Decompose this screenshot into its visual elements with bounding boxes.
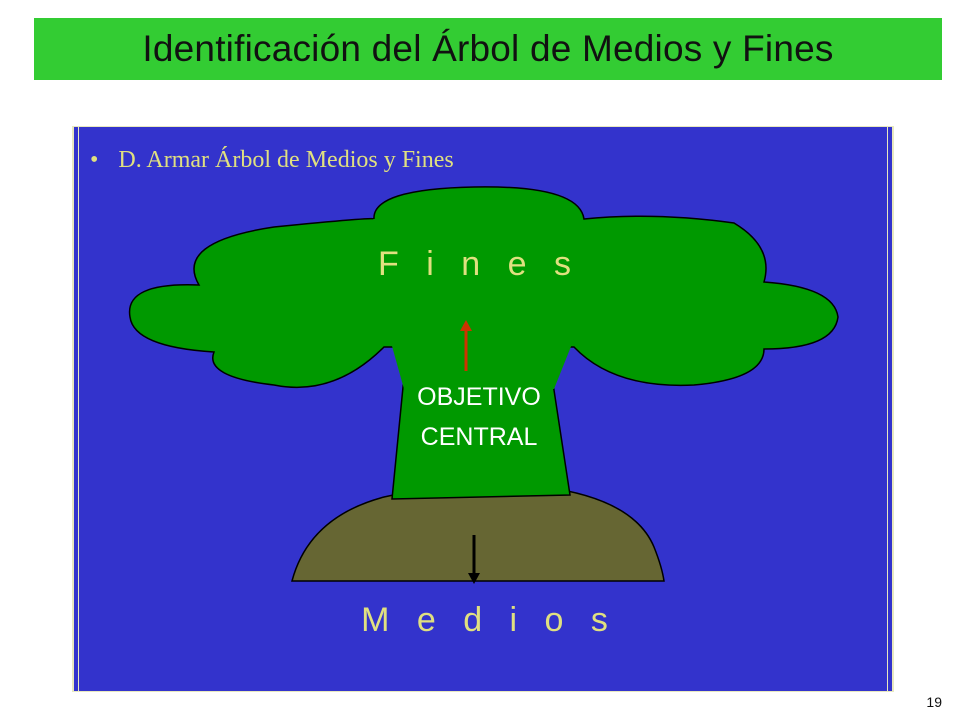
panel-border-line-right: [887, 127, 888, 691]
title-bar: Identificación del Árbol de Medios y Fin…: [34, 18, 942, 80]
canopy-trunk-joint: [390, 339, 574, 389]
slide-title: Identificación del Árbol de Medios y Fin…: [142, 28, 834, 69]
content-panel: • D. Armar Árbol de Medios y Fines F i n…: [72, 126, 894, 692]
central-objective-line-1: OBJETIVO: [417, 383, 541, 411]
medios-label: M e d i o s: [361, 601, 617, 639]
up-arrow-head: [460, 320, 472, 331]
bullet-item: • D. Armar Árbol de Medios y Fines: [90, 147, 454, 174]
bullet-text: D. Armar Árbol de Medios y Fines: [118, 147, 454, 173]
bullet-icon: •: [90, 147, 99, 173]
page-number: 19: [926, 694, 942, 710]
central-objective-label: OBJETIVO CENTRAL: [364, 377, 594, 457]
central-objective-line-2: CENTRAL: [420, 423, 538, 451]
down-arrow-head: [468, 573, 480, 584]
panel-border-line-left: [78, 127, 79, 691]
fines-label: F i n e s: [378, 245, 580, 283]
ground-mound: [291, 482, 665, 582]
tree-canopy: [128, 186, 839, 389]
means-ends-tree-diagram: [128, 186, 839, 584]
